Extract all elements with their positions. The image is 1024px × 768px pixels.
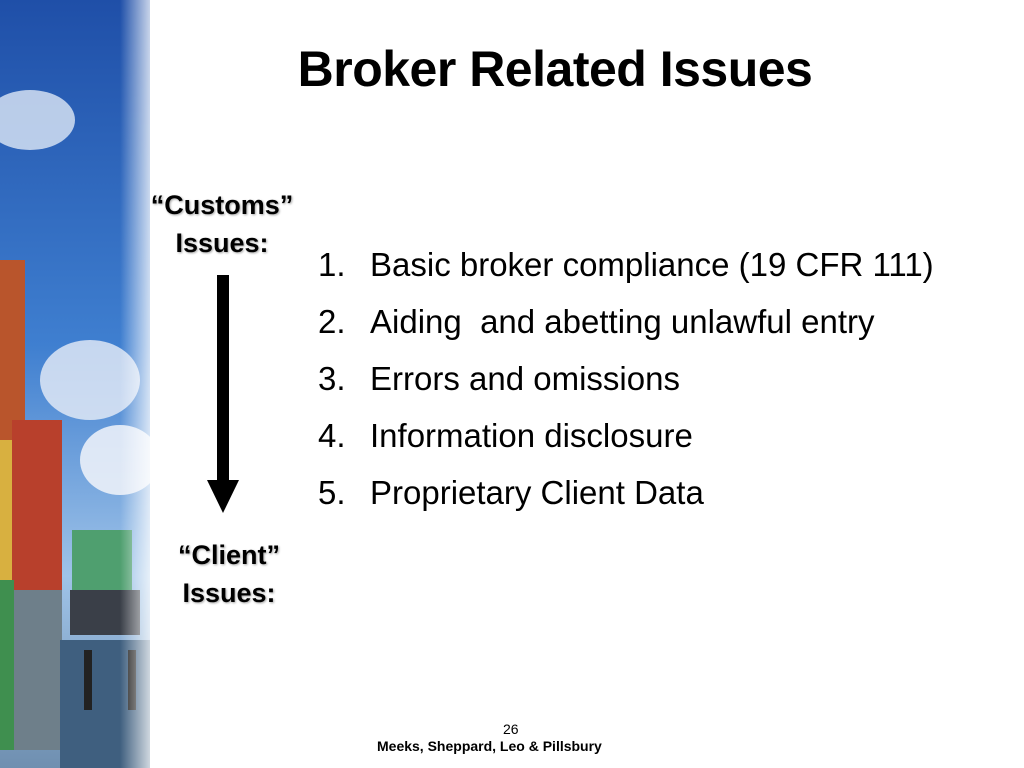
slide-title: Broker Related Issues: [297, 41, 813, 97]
item-text: Basic broker compliance (19 CFR 111): [370, 246, 934, 283]
client-issues-label: “Client” Issues:: [154, 536, 304, 612]
list-item: 4. Information disclosure: [318, 407, 934, 464]
list-item: 5. Proprietary Client Data: [318, 464, 934, 521]
issue-list: 1. Basic broker compliance (19 CFR 111) …: [318, 236, 934, 521]
item-number: 1.: [318, 246, 346, 283]
down-arrow-icon: [207, 275, 239, 513]
client-label-line1: “Client”: [177, 540, 280, 570]
item-number: 2.: [318, 303, 346, 340]
list-item: 2. Aiding and abetting unlawful entry: [318, 293, 934, 350]
item-text: Information disclosure: [370, 417, 693, 454]
decorative-port-photo: [0, 0, 150, 768]
item-number: 3.: [318, 360, 346, 397]
customs-label-line2: Issues:: [175, 228, 269, 258]
page-number: 26: [503, 721, 519, 737]
item-number: 4.: [318, 417, 346, 454]
list-item: 3. Errors and omissions: [318, 350, 934, 407]
client-label-line2: Issues:: [182, 578, 276, 608]
item-number: 5.: [318, 474, 346, 511]
customs-label-line1: “Customs”: [150, 190, 294, 220]
item-text: Errors and omissions: [370, 360, 680, 397]
footer-credit: Meeks, Sheppard, Leo & Pillsbury: [377, 738, 602, 754]
customs-issues-label: “Customs” Issues:: [147, 186, 297, 262]
item-text: Aiding and abetting unlawful entry: [370, 303, 875, 340]
list-item: 1. Basic broker compliance (19 CFR 111): [318, 236, 934, 293]
item-text: Proprietary Client Data: [370, 474, 704, 511]
